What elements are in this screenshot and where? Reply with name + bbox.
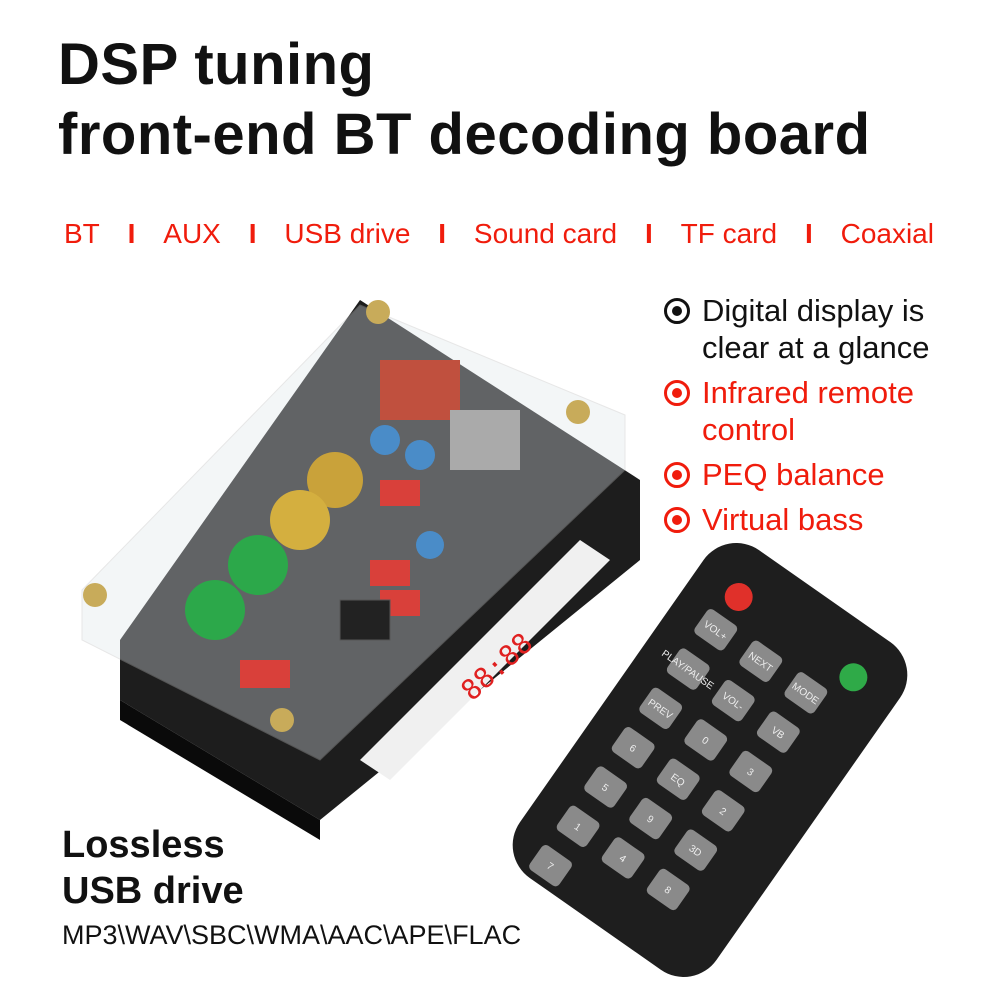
remote-button-label: 7 [544, 861, 555, 873]
feature-sound-card: Sound card [473, 218, 618, 249]
feature-list: BT I AUX I USB drive I Sound card I TF c… [64, 218, 934, 250]
remote-button[interactable] [672, 828, 719, 873]
remote-button[interactable] [682, 717, 729, 762]
tf-slot [450, 410, 520, 470]
separator: I [644, 218, 653, 249]
remote-button[interactable] [737, 639, 784, 684]
remote-button-label: 8 [662, 885, 673, 897]
radio-bullet-icon [664, 380, 690, 406]
remote-button-label: 9 [644, 814, 655, 826]
title-line-2: front-end BT decoding board [58, 102, 871, 167]
remote-button-label: 0 [699, 735, 710, 747]
bullet-virtual-bass: Virtual bass [664, 501, 994, 538]
remote-button-label: 2 [717, 806, 728, 818]
standoff [83, 583, 107, 607]
separator: I [804, 218, 813, 249]
formats-label: MP3\WAV\SBC\WMA\AAC\APE\FLAC [62, 920, 522, 950]
remote-button[interactable] [727, 749, 774, 794]
decoder-board: 88:88 [81, 300, 640, 840]
capacitor [228, 535, 288, 595]
remote-button[interactable] [710, 678, 757, 723]
remote-button[interactable] [665, 646, 712, 691]
bullet-list: Digital display is clear at a glance Inf… [664, 292, 994, 546]
remote-button[interactable] [627, 796, 674, 841]
capacitor [405, 440, 435, 470]
remote-button-label: 4 [617, 853, 628, 865]
remote-button-label: 5 [599, 782, 610, 794]
remote-button-label: 3 [745, 767, 756, 779]
mode-toggle-button[interactable] [834, 658, 873, 697]
feature-usb-drive: USB drive [284, 218, 411, 249]
remote-button[interactable] [700, 788, 747, 833]
remote-button[interactable] [555, 804, 602, 849]
display-panel [360, 540, 610, 780]
remote-button-label: 1 [572, 821, 583, 833]
usb-drive-label: USB drive [62, 870, 244, 912]
remote-button[interactable] [637, 686, 684, 731]
bullet-text: Digital display is clear at a glance [702, 293, 930, 365]
separator: I [127, 218, 136, 249]
dsp-chip [339, 599, 391, 641]
bullet-digital-display: Digital display is clear at a glance [664, 292, 994, 366]
feature-aux: AUX [163, 218, 221, 249]
remote-button[interactable] [783, 670, 830, 715]
remote-button[interactable] [610, 725, 657, 770]
capacitor [270, 490, 330, 550]
remote-button-label: 6 [627, 743, 638, 755]
remote-button[interactable] [600, 835, 647, 880]
capacitor [370, 425, 400, 455]
capacitor [185, 580, 245, 640]
remote-button[interactable] [527, 843, 574, 888]
remote-button[interactable] [582, 764, 629, 809]
radio-bullet-icon [664, 507, 690, 533]
bullet-infrared-remote: Infrared remote control [664, 374, 994, 448]
standoff [270, 708, 294, 732]
usb-port [380, 360, 460, 420]
standoff [566, 400, 590, 424]
remote-button[interactable] [692, 607, 739, 652]
power-button[interactable] [719, 577, 758, 616]
capacitor [416, 531, 444, 559]
bullet-text: Virtual bass [702, 502, 864, 537]
bullet-text: Infrared remote control [702, 375, 914, 447]
bullet-text: PEQ balance [702, 457, 885, 492]
ir-remote: VOL+NEXTMODEPLAY/PAUSEVOL-VBPREV036EQ259… [512, 543, 908, 977]
feature-bt: BT [64, 218, 100, 249]
remote-button[interactable] [645, 867, 692, 912]
standoff [366, 300, 390, 324]
remote-button[interactable] [755, 710, 802, 755]
title-line-1: DSP tuning [58, 32, 375, 97]
remote-button[interactable] [655, 757, 702, 802]
feature-coaxial: Coaxial [840, 218, 934, 249]
feature-tf-card: TF card [680, 218, 778, 249]
lossless-label: Lossless [62, 824, 225, 866]
capacitor [307, 452, 363, 508]
radio-bullet-icon [664, 462, 690, 488]
separator: I [438, 218, 447, 249]
separator: I [248, 218, 257, 249]
radio-bullet-icon [664, 298, 690, 324]
bullet-peq-balance: PEQ balance [664, 456, 994, 493]
